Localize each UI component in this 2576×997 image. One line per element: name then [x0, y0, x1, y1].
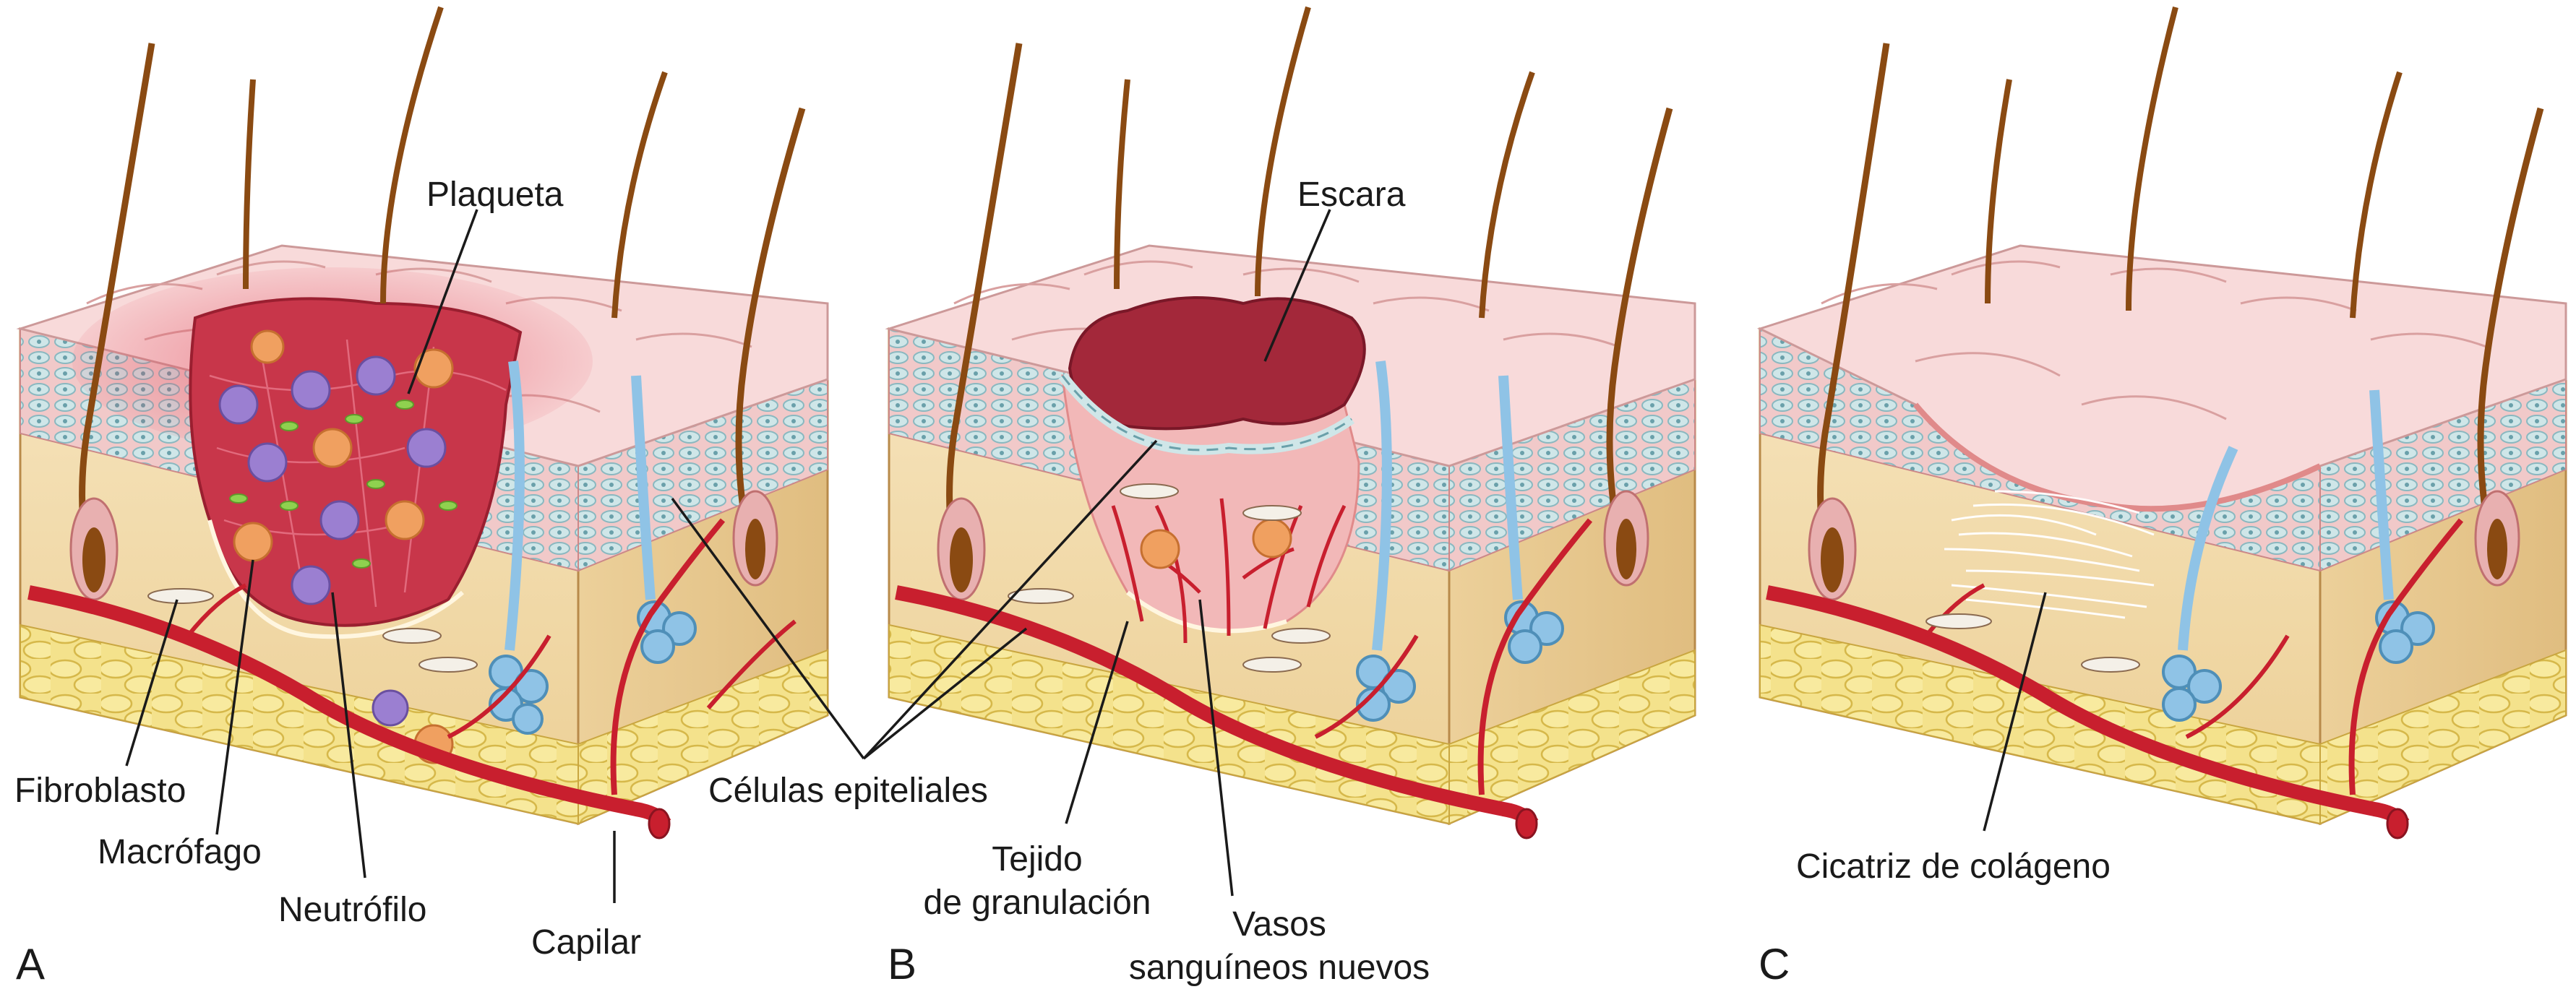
neutrophil: [372, 689, 409, 727]
label-escara: Escara: [1297, 176, 1406, 214]
panel-a: [16, 6, 829, 840]
platelet: [280, 421, 299, 431]
new-blood-vessels: [1111, 498, 1347, 644]
fibroblast: [382, 628, 442, 644]
fibroblast: [418, 657, 478, 673]
neutrophil: [247, 442, 288, 483]
label-tejido-line2: de granulación: [924, 884, 1151, 922]
neutrophil: [319, 500, 360, 540]
panel-letter-c: C: [1759, 940, 1790, 988]
neutrophils: [218, 355, 447, 727]
neutrophil: [406, 428, 447, 468]
capillaries: [27, 518, 797, 829]
label-fibroblasto: Fibroblasto: [14, 772, 186, 810]
macrophage: [1140, 529, 1180, 569]
platelet: [395, 400, 414, 410]
macrophage: [385, 500, 425, 540]
sweat-glands: [489, 361, 697, 735]
label-plaqueta: Plaqueta: [426, 176, 564, 214]
macrophage: [1252, 518, 1292, 558]
platelet: [280, 501, 299, 511]
label-neutrofilo: Neutrófilo: [278, 891, 426, 929]
macrophage: [312, 428, 353, 468]
scab: [1068, 296, 1366, 431]
panel-b: [885, 6, 1696, 840]
collagen-scar: [1944, 490, 2155, 619]
panel-c: [1756, 6, 2567, 840]
label-cicatriz: Cicatriz de colágeno: [1796, 847, 2111, 886]
platelet: [345, 414, 364, 424]
platelet: [366, 479, 385, 489]
panel-letter-a: A: [16, 940, 45, 988]
label-vasos-line1: Vasos: [1232, 905, 1326, 944]
macrophage: [233, 522, 273, 562]
fibroblast: [147, 588, 214, 604]
platelet: [352, 558, 371, 569]
leader-lines: [125, 209, 2047, 903]
label-capilar: Capilar: [531, 923, 641, 962]
neutrophil: [291, 565, 331, 605]
labels: Plaqueta Fibroblasto Macrófago Neutrófil…: [14, 176, 2111, 988]
hair-follicles: [69, 6, 806, 601]
neutrophil: [291, 370, 331, 410]
platelet: [439, 501, 458, 511]
label-celulas-epiteliales: Células epiteliales: [708, 772, 988, 810]
neutrophil: [218, 384, 259, 425]
neutrophil: [356, 355, 396, 396]
label-tejido-line1: Tejido: [992, 840, 1082, 879]
fibroblasts: [147, 588, 478, 673]
panel-letter-b: B: [888, 940, 916, 988]
platelet: [229, 493, 248, 504]
macrophages: [233, 329, 454, 764]
platelets: [229, 400, 458, 569]
label-vasos-line2: sanguíneos nuevos: [1129, 949, 1430, 987]
label-macrofago: Macrófago: [98, 833, 262, 871]
macrophage: [250, 329, 285, 364]
macrophage: [413, 348, 454, 389]
